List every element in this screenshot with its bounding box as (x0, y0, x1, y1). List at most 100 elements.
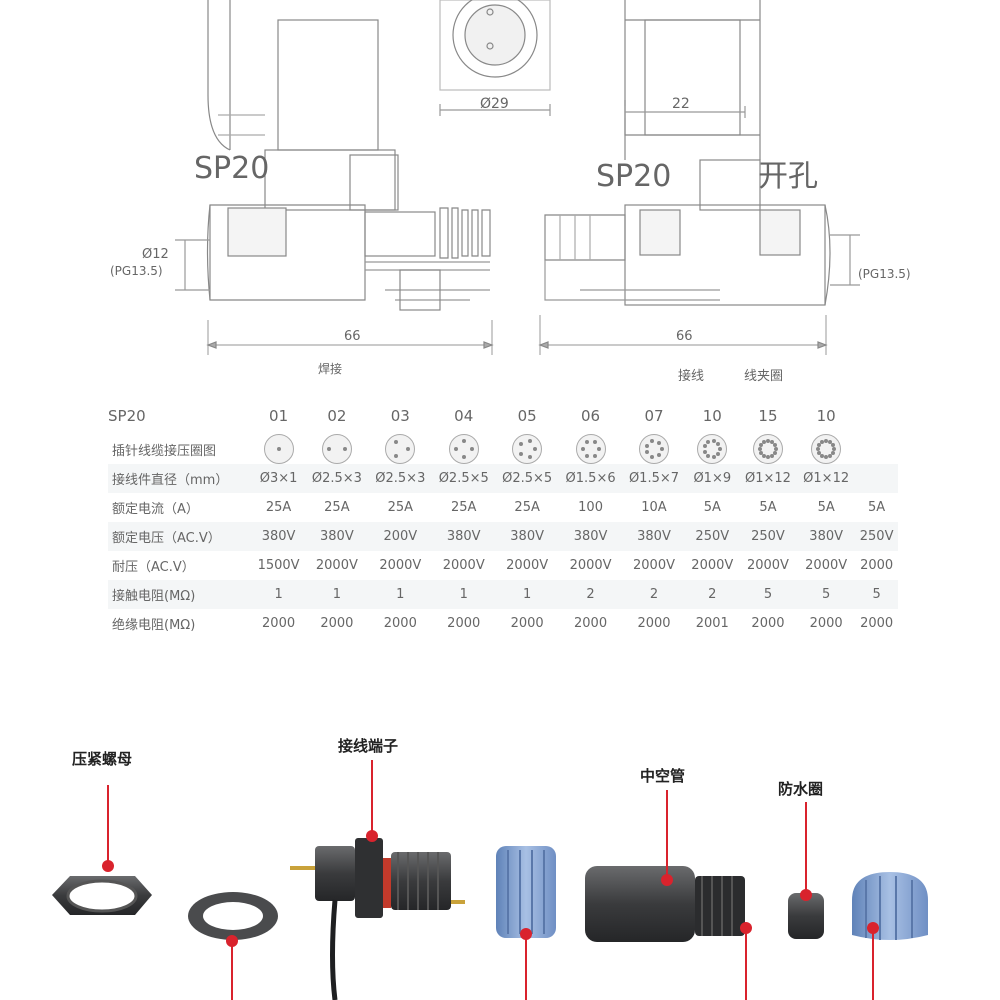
spec-header-col: 02 (327, 407, 347, 425)
spec-cell: 2 (685, 580, 739, 609)
spec-cell: 2000 (855, 609, 898, 638)
spec-cell: 2000 (252, 609, 306, 638)
spec-cell: 2000 (855, 551, 898, 580)
spec-cell: 2000V (622, 551, 686, 580)
spec-cell: 1 (432, 580, 496, 609)
spec-cell: 5A (685, 493, 739, 522)
spec-cell: 25A (368, 493, 433, 522)
spec-row-label: 接触电阻(MΩ) (108, 580, 252, 609)
spec-cell: 380V (558, 522, 623, 551)
spec-cell: 380V (495, 522, 559, 551)
spec-cell: 2 (558, 580, 623, 609)
pin-layout-icon (368, 434, 433, 464)
top-diameter-label: Ø29 (480, 96, 509, 112)
callout-hollow-tube: 中空管 (640, 767, 686, 785)
pin-layout-icon (638, 434, 669, 464)
pin-layout-icon (448, 434, 479, 464)
left-cable-diameter: Ø12 (142, 247, 169, 262)
spec-cell: 380V (252, 522, 306, 551)
spec-cell: 2000 (738, 609, 798, 638)
spec-cell: 5 (738, 580, 798, 609)
spec-cell: 2000V (738, 551, 798, 580)
spec-cell: Ø3×1 (252, 464, 306, 493)
spec-cell: 5 (855, 580, 898, 609)
pin-layout-icon (697, 434, 728, 464)
spec-row-label: 接线件直径（mm） (108, 464, 252, 493)
spec-cell: 250V (738, 522, 798, 551)
spec-cell: 2000V (685, 551, 739, 580)
spec-cell: 25A (495, 493, 559, 522)
spec-cell: 2000V (305, 551, 369, 580)
spec-cell: Ø2.5×5 (495, 464, 559, 493)
spec-cell: 25A (305, 493, 369, 522)
spec-header-model: SP20 (108, 407, 146, 425)
spec-header-col: 05 (517, 407, 537, 425)
blue-dome-cap (852, 872, 928, 940)
spec-header-col: 10 (816, 407, 836, 425)
callout-seal: 防水圈 (778, 780, 824, 798)
spec-cell: Ø1.5×6 (558, 464, 623, 493)
spec-cell: 1 (495, 580, 559, 609)
spec-cell: Ø1×9 (685, 464, 739, 493)
spec-cell: 2000 (432, 609, 496, 638)
spec-cell: Ø2.5×3 (368, 464, 433, 493)
spec-cell: 1 (305, 580, 369, 609)
right-bottom-note-2: 线夹圈 (744, 369, 783, 384)
spec-cell: 2000V (432, 551, 496, 580)
spec-cell: 5 (797, 580, 856, 609)
spec-cell: 2000V (797, 551, 856, 580)
spec-cell: 2000 (368, 609, 433, 638)
washer (188, 892, 278, 940)
spec-header-col: 04 (454, 407, 474, 425)
spec-cell: 2 (622, 580, 686, 609)
callout-terminal: 接线端子 (338, 737, 399, 755)
spec-cell: 5A (855, 493, 898, 522)
spec-cell: 380V (622, 522, 686, 551)
top-width-label: 22 (672, 96, 690, 112)
spec-header-col: 06 (581, 407, 601, 425)
spec-row-label: 耐压（AC.V） (108, 551, 252, 580)
pin-layout-icon (512, 434, 543, 464)
pin-layout-icon (305, 434, 369, 464)
pin-layout-icon (558, 434, 623, 464)
spec-cell: 5A (797, 493, 856, 522)
spec-cell: 2000 (495, 609, 559, 638)
pin-layout-icon (811, 434, 842, 464)
spec-cell: Ø1×12 (797, 464, 856, 493)
spec-cell: 2000V (368, 551, 433, 580)
spec-cell: 380V (305, 522, 369, 551)
spec-cell: 25A (432, 493, 496, 522)
right-hole-label: 开孔 (758, 159, 818, 194)
pin-layout-icon (752, 434, 783, 464)
spec-header-col: 15 (758, 407, 778, 425)
pin-layout-icon (385, 434, 416, 464)
left-length-label: 66 (344, 329, 361, 344)
spec-cell: 10A (622, 493, 686, 522)
spec-cell: 1 (252, 580, 306, 609)
right-bottom-note-1: 接线 (678, 368, 704, 384)
pin-layout-icon (797, 434, 856, 464)
spec-row-label: 插针线缆接压圈图 (108, 434, 252, 464)
spec-cell: 5A (738, 493, 798, 522)
spec-cell: 250V (855, 522, 898, 551)
spec-cell: 2000 (305, 609, 369, 638)
spec-header-col: 07 (644, 407, 664, 425)
spec-cell: 1 (368, 580, 433, 609)
left-model-label: SP20 (194, 151, 269, 186)
panel-connector (290, 838, 465, 1000)
spec-cell: 2000 (622, 609, 686, 638)
hex-nut (52, 876, 152, 915)
callout-nut: 压紧螺母 (72, 750, 133, 768)
spec-cell: 250V (685, 522, 739, 551)
spec-cell: 2000V (495, 551, 559, 580)
seal-ring (788, 893, 824, 939)
spec-cell: Ø1×12 (738, 464, 798, 493)
spec-cell: Ø1.5×7 (622, 464, 686, 493)
pin-layout-icon (855, 434, 898, 464)
